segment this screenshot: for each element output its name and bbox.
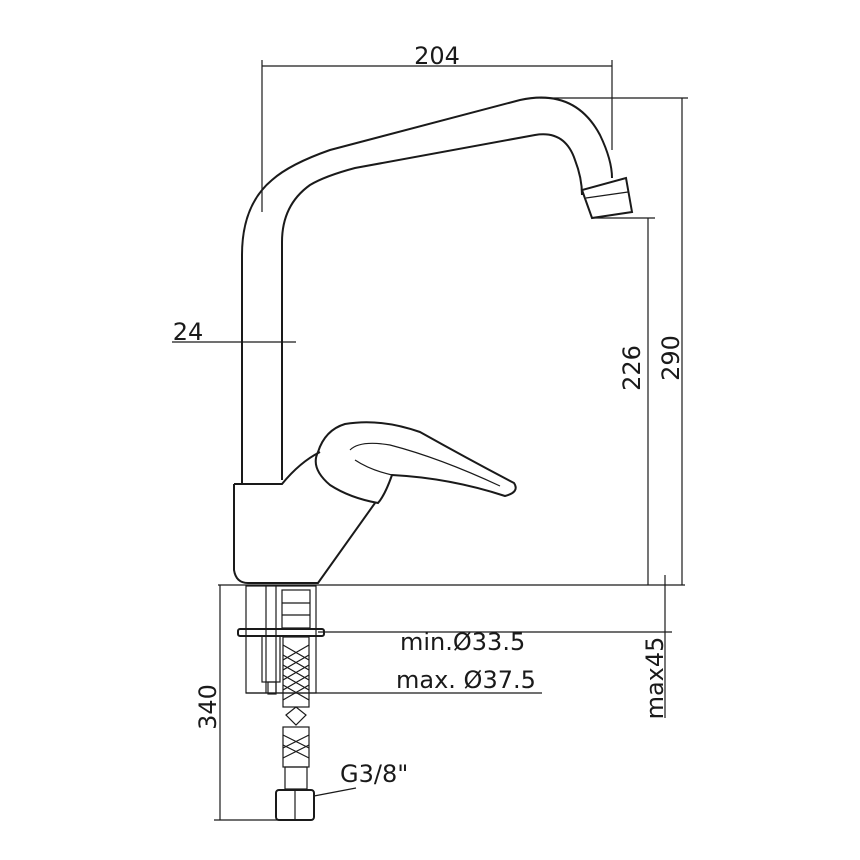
label-body-24: 24	[173, 318, 204, 346]
faucet-body	[233, 451, 376, 584]
label-hose-340: 340	[194, 684, 222, 730]
mounting-shank	[237, 585, 325, 695]
faucet-lever-handle	[314, 421, 517, 505]
label-thread: G3/8"	[340, 760, 408, 788]
label-height-290: 290	[657, 335, 685, 381]
faucet-spout	[241, 96, 634, 484]
dimension-labels: 204 24 226 290 max45 min.Ø33.5 max. Ø37.…	[173, 42, 685, 788]
label-max-diameter: max. Ø37.5	[396, 666, 536, 694]
label-width-204: 204	[414, 42, 460, 70]
braided-hose	[275, 589, 315, 821]
label-height-226: 226	[618, 345, 646, 391]
label-max45: max45	[641, 637, 669, 720]
dimension-lines	[172, 60, 688, 821]
label-min-diameter: min.Ø33.5	[400, 628, 525, 656]
